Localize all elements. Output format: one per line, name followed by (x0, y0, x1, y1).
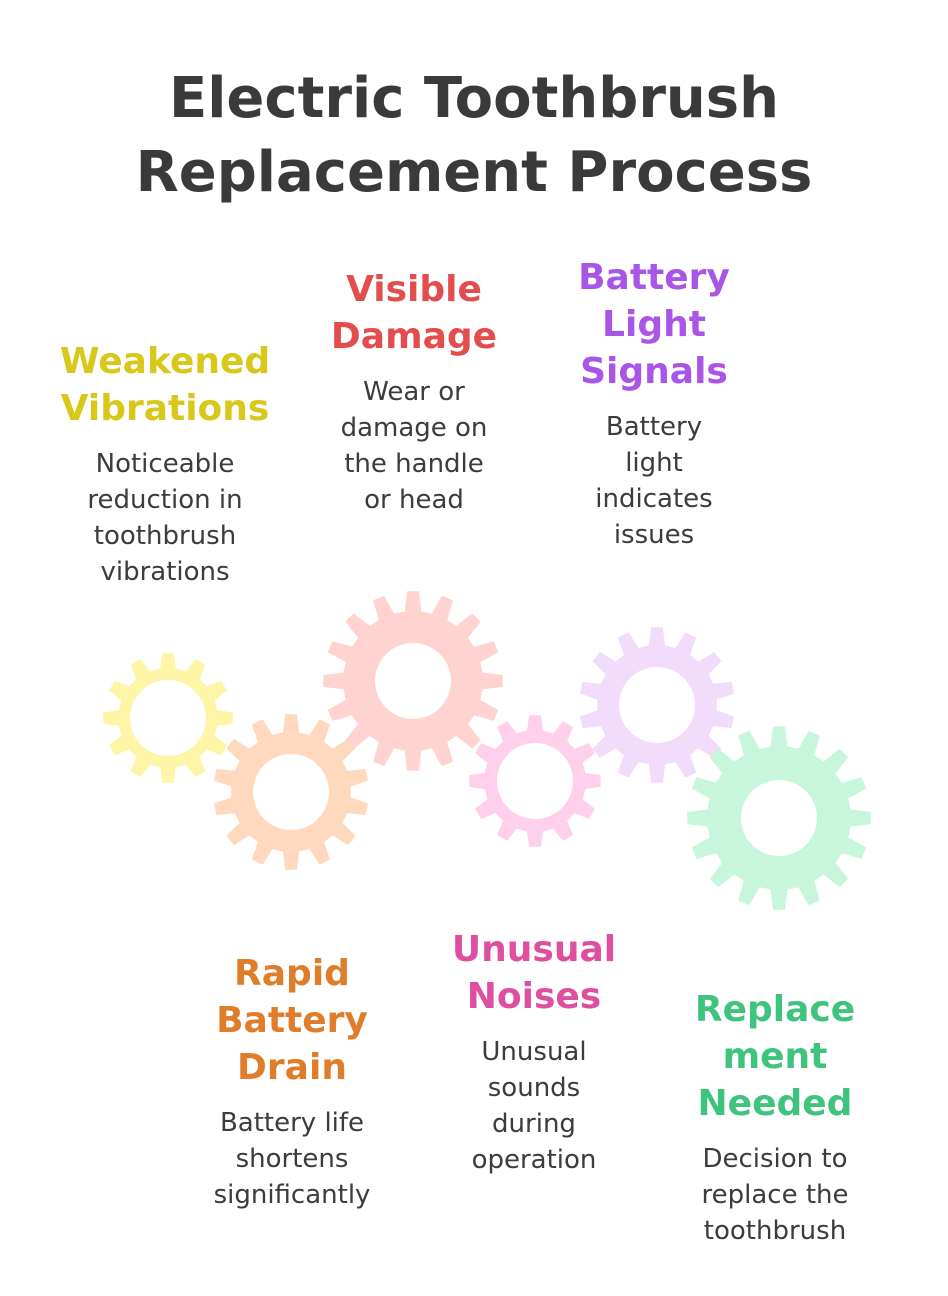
step-replacement-needed: Replace ment Needed Decision to replace … (655, 986, 895, 1249)
description-line: Unusual (481, 1037, 587, 1067)
gear-icon-rapid (213, 714, 369, 870)
heading-line: Replace (694, 989, 856, 1030)
description-line: toothbrush (93, 521, 237, 551)
step-heading: Rapid Battery Drain (172, 950, 412, 1091)
description-line: vibrations (100, 557, 230, 587)
description-line: or head (364, 485, 464, 515)
description-line: sounds (487, 1073, 581, 1103)
step-visible-damage: Visible Damage Wear or damage on the han… (294, 266, 534, 518)
gear-icon-visible (323, 591, 503, 771)
description-line: issues (613, 520, 695, 550)
step-description: Decision to replace the toothbrush (655, 1141, 895, 1249)
description-line: Wear or (363, 377, 465, 407)
description-line: significantly (213, 1180, 371, 1210)
step-description: Unusual sounds during operation (414, 1034, 654, 1178)
heading-line: Rapid (234, 953, 350, 994)
title-line-1: Electric Toothbrush (168, 66, 779, 131)
step-heading: Battery Light Signals (534, 254, 774, 395)
description-line: indicates (595, 484, 713, 514)
step-weakened-vibrations: Weakened Vibrations Noticeable reduction… (45, 338, 285, 590)
description-line: shortens (235, 1144, 349, 1174)
description-line: Noticeable (95, 449, 235, 479)
step-heading: Visible Damage (294, 266, 534, 360)
heading-line: Vibrations (60, 388, 270, 429)
description-line: light (625, 448, 683, 478)
step-heading: Unusual Noises (414, 926, 654, 1020)
step-description: Battery light indicates issues (534, 409, 774, 553)
description-line: operation (471, 1145, 597, 1175)
heading-line: ment (722, 1036, 828, 1077)
step-description: Noticeable reduction in toothbrush vibra… (45, 446, 285, 590)
heading-line: Visible (346, 269, 482, 310)
step-description: Wear or damage on the handle or head (294, 374, 534, 518)
page-title: Electric Toothbrush Replacement Process (0, 62, 948, 210)
step-description: Battery life shortens significantly (172, 1105, 412, 1213)
heading-line: Drain (237, 1047, 347, 1088)
step-battery-light-signals: Battery Light Signals Battery light indi… (534, 254, 774, 553)
gear-icon-weakened (103, 653, 233, 783)
heading-line: Signals (580, 351, 728, 392)
heading-line: Noises (466, 976, 602, 1017)
description-line: toothbrush (703, 1216, 847, 1246)
step-rapid-battery-drain: Rapid Battery Drain Battery life shorten… (172, 950, 412, 1213)
heading-line: Light (602, 304, 706, 345)
heading-line: Damage (330, 316, 498, 357)
description-line: replace the (701, 1180, 849, 1210)
description-line: damage on (340, 413, 488, 443)
description-line: during (492, 1109, 576, 1139)
heading-line: Battery (216, 1000, 368, 1041)
gear-icon-replacement (687, 726, 871, 910)
description-line: reduction in (87, 485, 243, 515)
description-line: the handle (344, 449, 484, 479)
step-heading: Replace ment Needed (655, 986, 895, 1127)
heading-line: Weakened (59, 341, 271, 382)
description-line: Battery (605, 412, 703, 442)
heading-line: Battery (578, 257, 730, 298)
description-line: Battery life (219, 1108, 365, 1138)
heading-line: Needed (697, 1083, 853, 1124)
step-unusual-noises: Unusual Noises Unusual sounds during ope… (414, 926, 654, 1178)
step-heading: Weakened Vibrations (45, 338, 285, 432)
gear-icon-noises (469, 715, 601, 847)
title-line-2: Replacement Process (135, 140, 813, 205)
gear-icon-battery-light (579, 627, 735, 783)
description-line: Decision to (702, 1144, 848, 1174)
heading-line: Unusual (451, 929, 617, 970)
